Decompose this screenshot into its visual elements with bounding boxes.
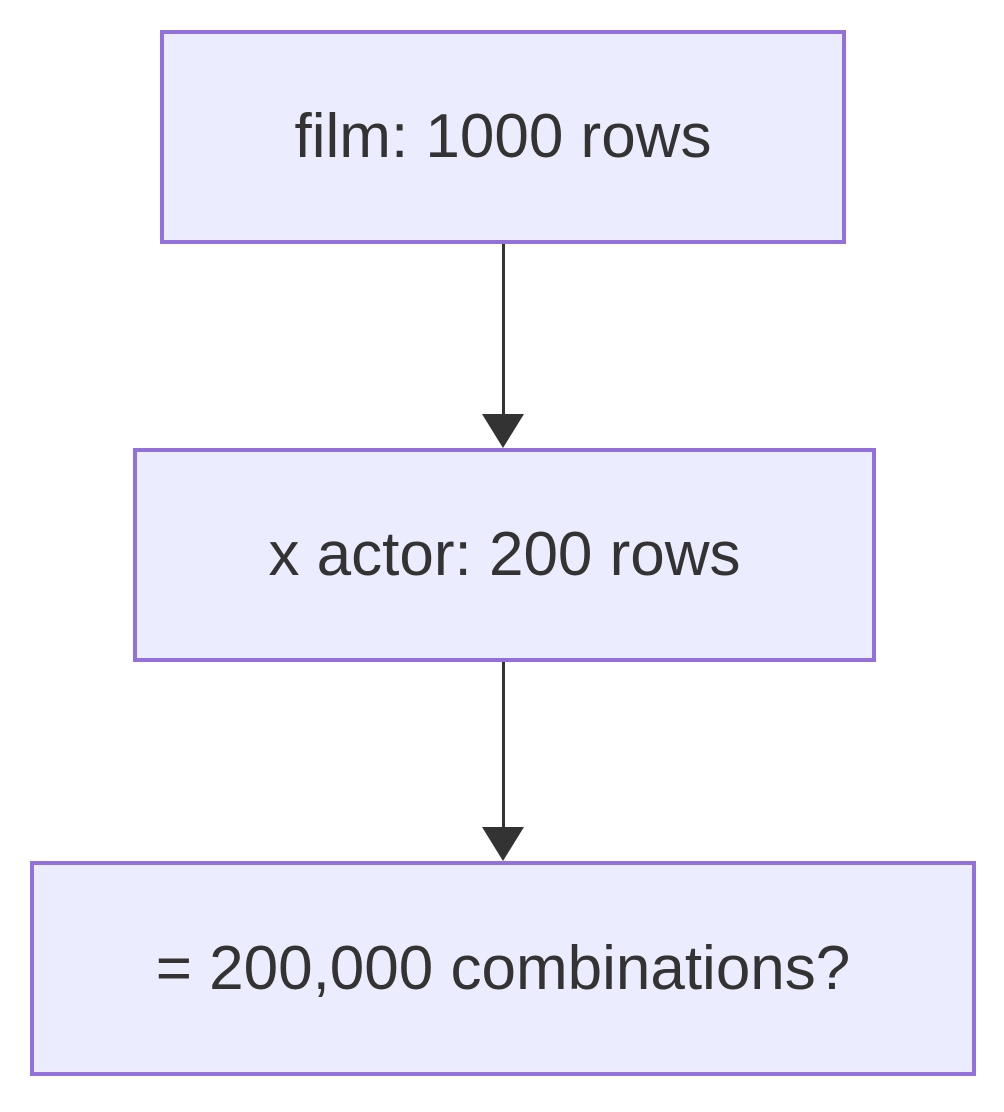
arrow-down-icon: [482, 414, 524, 448]
edge-actor-to-combinations: [481, 662, 525, 861]
node-combinations: = 200,000 combinations?: [30, 861, 976, 1076]
edge-line: [501, 662, 505, 827]
node-film-label: film: 1000 rows: [294, 102, 712, 172]
arrow-down-icon: [482, 827, 524, 861]
node-film: film: 1000 rows: [160, 30, 846, 244]
node-actor-label: x actor: 200 rows: [268, 520, 741, 590]
edge-film-to-actor: [481, 244, 525, 448]
edge-line: [501, 244, 505, 414]
node-combinations-label: = 200,000 combinations?: [155, 933, 851, 1003]
node-actor: x actor: 200 rows: [133, 448, 876, 662]
